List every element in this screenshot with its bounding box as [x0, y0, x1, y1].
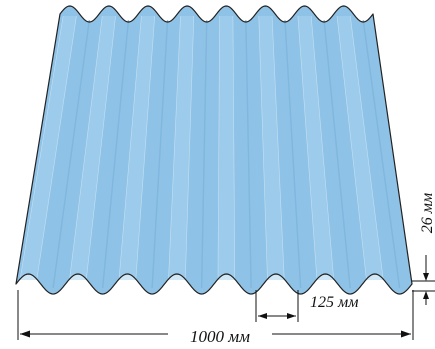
rib-highlight — [69, 16, 116, 280]
rib-fold-line — [118, 15, 142, 281]
rib-fold-line — [19, 15, 64, 281]
pitch-arrow-right — [287, 313, 296, 319]
rib-fold-line — [258, 15, 268, 281]
rib-highlight — [19, 16, 77, 280]
rib-trough-line — [245, 19, 252, 289]
rib-fold-line — [232, 15, 236, 281]
width-arrow-left — [20, 330, 30, 338]
rib-trough-line — [101, 19, 130, 289]
rib-highlight — [337, 16, 384, 280]
rib-highlight — [217, 16, 235, 280]
rib-trough-line — [362, 19, 401, 289]
pitch-label: 125 мм — [310, 294, 358, 311]
rib-trough-line — [200, 19, 208, 289]
rib-fold-line — [135, 15, 155, 281]
dimension-lines: 1000 мм 125 мм 26 мм — [17, 193, 435, 346]
rib-fold-line — [85, 15, 116, 281]
sheet-ribs — [19, 15, 401, 289]
pitch-arrow-left — [258, 313, 267, 319]
rib-fold-line — [297, 15, 318, 281]
rib-fold-line — [271, 15, 285, 281]
rib-fold-line — [217, 15, 220, 281]
rib-fold-line — [350, 15, 384, 281]
sheet-outline — [15, 5, 413, 295]
rib-fold-line — [336, 15, 367, 281]
rib-trough-line — [323, 19, 351, 289]
rib-highlight — [258, 16, 285, 280]
rib-fold-line — [168, 15, 181, 281]
width-arrow-right — [401, 330, 411, 338]
rib-fold-line — [36, 15, 77, 281]
height-arrow-top — [423, 273, 429, 281]
rib-highlight — [168, 16, 194, 280]
height-arrow-bottom — [423, 291, 429, 299]
rib-highlight — [118, 16, 155, 280]
width-label: 1000 мм — [190, 327, 250, 346]
rib-fold-line — [69, 15, 103, 281]
corrugated-sheet — [15, 5, 413, 295]
rib-trough-line — [52, 19, 91, 289]
rib-trough-line — [151, 19, 169, 289]
rib-fold-line — [310, 15, 335, 281]
rib-fold-line — [184, 15, 195, 281]
rib-trough-line — [284, 19, 302, 289]
height-label: 26 мм — [419, 193, 435, 233]
rib-highlight — [297, 16, 334, 280]
